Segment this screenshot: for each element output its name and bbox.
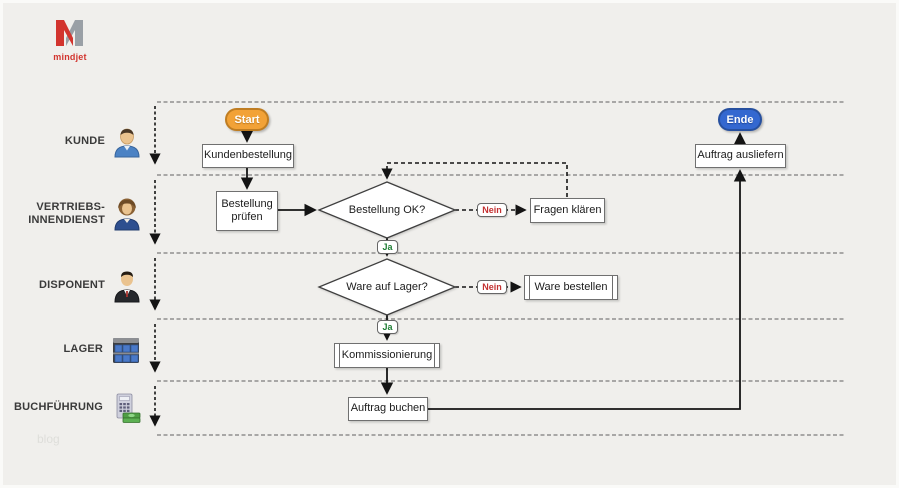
swimlane-boundaries — [157, 101, 846, 436]
fragen-klaeren-node: Fragen klären — [530, 198, 605, 223]
lane-kunde: KUNDE — [0, 124, 142, 160]
ware-bestellen-node: Ware bestellen — [524, 275, 618, 300]
ja-badge-ware-auf-lager: Ja — [377, 320, 398, 334]
lane-buchfuehrung: BUCHFÜHRUNG — [0, 390, 142, 426]
start-node: Start — [225, 108, 269, 131]
kundenbestellung-node: Kundenbestellung — [202, 144, 294, 168]
accounting-icon — [116, 393, 141, 423]
solid-connectors — [240, 130, 747, 410]
dispatcher-icon — [114, 271, 140, 303]
blog-watermark: blog — [37, 432, 60, 446]
nein-badge-ware-auf-lager: Nein — [477, 280, 507, 294]
lane-kunde-label: KUNDE — [64, 135, 105, 148]
lane-disponent: DISPONENT — [0, 268, 142, 304]
warehouse-icon — [113, 338, 139, 363]
kommissionierung-node: Kommissionierung — [334, 343, 440, 368]
lane-lager: LAGER — [0, 333, 142, 367]
lane-lager-label: LAGER — [63, 343, 103, 356]
auftrag-buchen-node: Auftrag buchen — [348, 397, 428, 421]
sales-rep-icon — [114, 198, 140, 231]
lane-buchfuehrung-label: BUCHFÜHRUNG — [14, 401, 103, 414]
auftrag-ausliefern-node: Auftrag ausliefern — [695, 144, 786, 168]
mindjet-logo-mark — [56, 20, 83, 46]
decision-ware-auf-lager-label: Ware auf Lager? — [346, 281, 428, 293]
mindjet-logo-text: mindjet — [53, 52, 87, 62]
lane-disponent-label: DISPONENT — [39, 279, 105, 292]
decision-bestellung-ok-label: Bestellung OK? — [348, 204, 426, 216]
bestellung-pruefen-node: Bestellung prüfen — [216, 191, 278, 231]
ende-node: Ende — [718, 108, 762, 131]
nein-badge-bestellung-ok: Nein — [477, 203, 507, 217]
decision-ware-auf-lager-shape — [317, 258, 457, 316]
customer-icon — [114, 128, 140, 158]
decision-bestellung-ok-shape — [317, 181, 457, 239]
lane-vertriebsinnendienst: VERTRIEBS-INNENDIENST — [0, 194, 142, 234]
mindjet-logo: mindjet — [50, 20, 90, 62]
ja-badge-bestellung-ok: Ja — [377, 240, 398, 254]
lane-vertriebsinnendienst-label: VERTRIEBS-INNENDIENST — [28, 200, 105, 226]
